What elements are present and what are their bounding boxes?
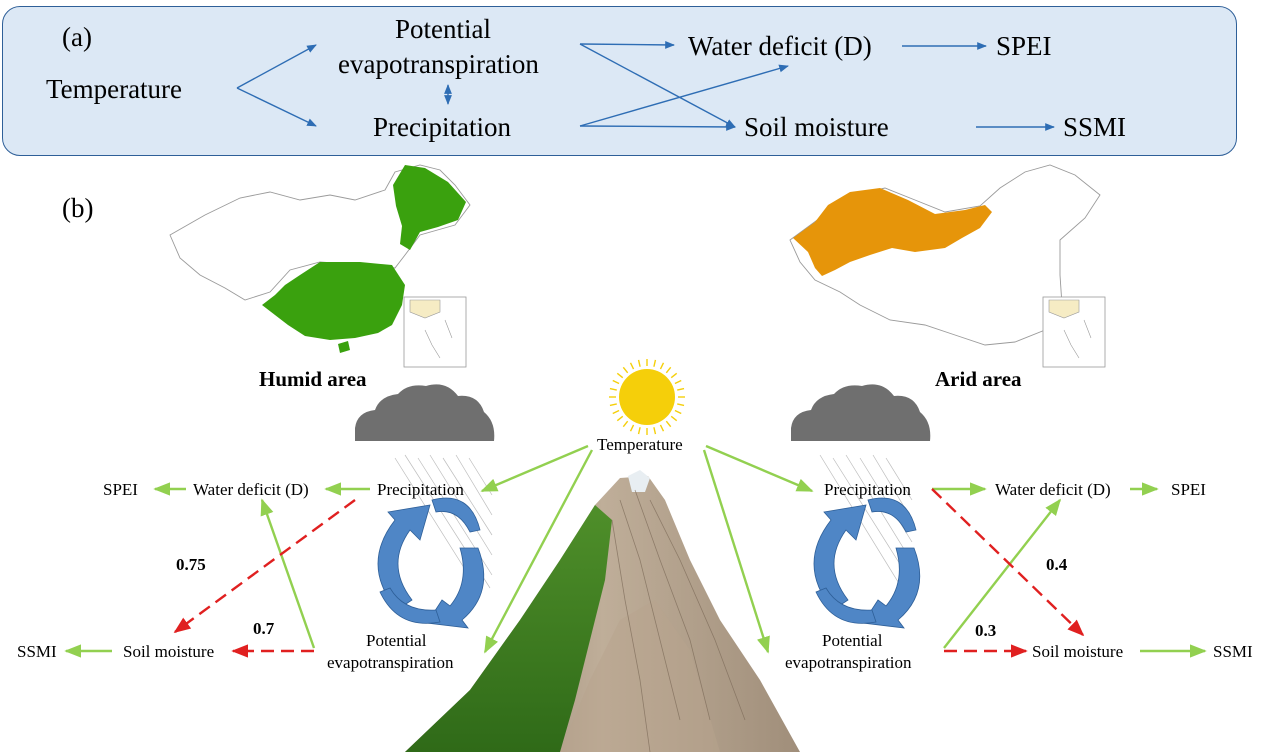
panel-b-label: (b) — [62, 193, 94, 223]
arid-inset-islands — [1063, 319, 1092, 359]
sun-ray — [629, 362, 635, 370]
sun-ray — [629, 424, 635, 432]
arid-coef-pet-soil: 0.3 — [975, 621, 997, 640]
arid-ssmi: SSMI — [1213, 642, 1253, 661]
arrow-temp-arid-precip — [705, 444, 814, 493]
a-water-deficit: Water deficit (D) — [688, 31, 872, 61]
a-temperature: Temperature — [46, 74, 183, 104]
arid-precipitation: Precipitation — [824, 480, 911, 499]
a-spei: SPEI — [996, 31, 1052, 61]
arrow-temp-arid-pet — [702, 449, 770, 654]
cloud-icon — [355, 384, 495, 441]
sun-ray — [653, 427, 657, 435]
humid-ssmi: SSMI — [17, 642, 57, 661]
sun-ray — [609, 403, 617, 407]
sun-ray — [609, 387, 617, 391]
mountain-illustration — [405, 470, 800, 752]
sun-ray — [622, 366, 629, 374]
a-soil-moisture: Soil moisture — [744, 112, 889, 142]
arid-title: Arid area — [935, 367, 1022, 391]
humid-soil-moisture: Soil moisture — [123, 642, 215, 661]
sun-ray — [637, 359, 641, 367]
humid-inset-islands — [424, 319, 453, 359]
humid-map — [169, 164, 471, 368]
humid-spei: SPEI — [103, 480, 138, 499]
sun-ray — [616, 415, 624, 422]
panel-a-box — [2, 6, 1237, 156]
humid-inset-coast — [409, 299, 441, 319]
arrow-arid-precip-soil — [931, 488, 1085, 637]
arid-pet-line1: Potential — [822, 631, 883, 650]
arrow-precip-deficit — [579, 64, 789, 127]
humid-pet-line2: evapotranspiration — [327, 653, 454, 672]
sun-ray — [659, 424, 665, 432]
arid-pet-line2: evapotranspiration — [785, 653, 912, 672]
sun-ray — [677, 403, 685, 407]
arrow-pet-soil — [579, 43, 736, 128]
sun-ray — [659, 362, 665, 370]
sun-ray — [612, 409, 620, 415]
sun-ray — [653, 359, 657, 367]
sun-ray — [622, 420, 629, 428]
humid-precipitation: Precipitation — [377, 480, 464, 499]
a-pet-line1: Potential — [395, 14, 491, 44]
arid-cycle-arrows — [813, 497, 921, 629]
sun-ray — [616, 372, 624, 379]
sun-ray — [665, 366, 672, 374]
a-precipitation: Precipitation — [373, 112, 511, 142]
humid-region-hainan — [338, 341, 350, 353]
cloud-icon — [791, 384, 931, 441]
arrow-temp-humid-pet — [483, 449, 594, 654]
sun-ray — [637, 427, 641, 435]
arrow-humid-precip-soil — [173, 499, 356, 633]
arrow-arid-pet-deficit — [943, 498, 1062, 649]
a-ssmi: SSMI — [1063, 112, 1127, 142]
a-pet-line2: evapotranspiration — [338, 49, 539, 79]
arrow-temp-humid-precip — [480, 444, 589, 493]
sun-ray — [670, 372, 678, 379]
humid-pet-line1: Potential — [366, 631, 427, 650]
sun-ray — [674, 379, 682, 385]
arid-region — [793, 188, 992, 276]
sun-ray — [677, 387, 685, 391]
arid-map — [789, 164, 1106, 368]
sun-ray — [612, 379, 620, 385]
arrow-temp-pet — [236, 44, 317, 89]
arrow-precip-soil — [579, 123, 736, 131]
arrow-humid-pet-deficit — [260, 498, 316, 649]
humid-cycle-arrows — [377, 497, 485, 629]
sun-ray — [665, 420, 672, 428]
arid-inset-coast — [1048, 299, 1080, 319]
sun-icon — [609, 359, 685, 435]
humid-water-deficit: Water deficit (D) — [193, 480, 309, 499]
humid-title: Humid area — [259, 367, 367, 391]
arid-soil-moisture: Soil moisture — [1032, 642, 1124, 661]
arrow-temp-precip — [236, 87, 317, 127]
sun-ray — [674, 409, 682, 415]
b-temperature: Temperature — [597, 435, 683, 454]
arrow-pet-deficit — [579, 40, 675, 49]
arid-spei: SPEI — [1171, 480, 1206, 499]
sun-ray — [670, 415, 678, 422]
humid-coef-pet-soil: 0.7 — [253, 619, 275, 638]
panel-a-label: (a) — [62, 22, 92, 52]
humid-region-south — [262, 262, 405, 340]
humid-coef-precip-soil: 0.75 — [176, 555, 206, 574]
arid-coef-precip-soil: 0.4 — [1046, 555, 1068, 574]
humid-region-northeast — [393, 165, 466, 250]
arid-water-deficit: Water deficit (D) — [995, 480, 1111, 499]
